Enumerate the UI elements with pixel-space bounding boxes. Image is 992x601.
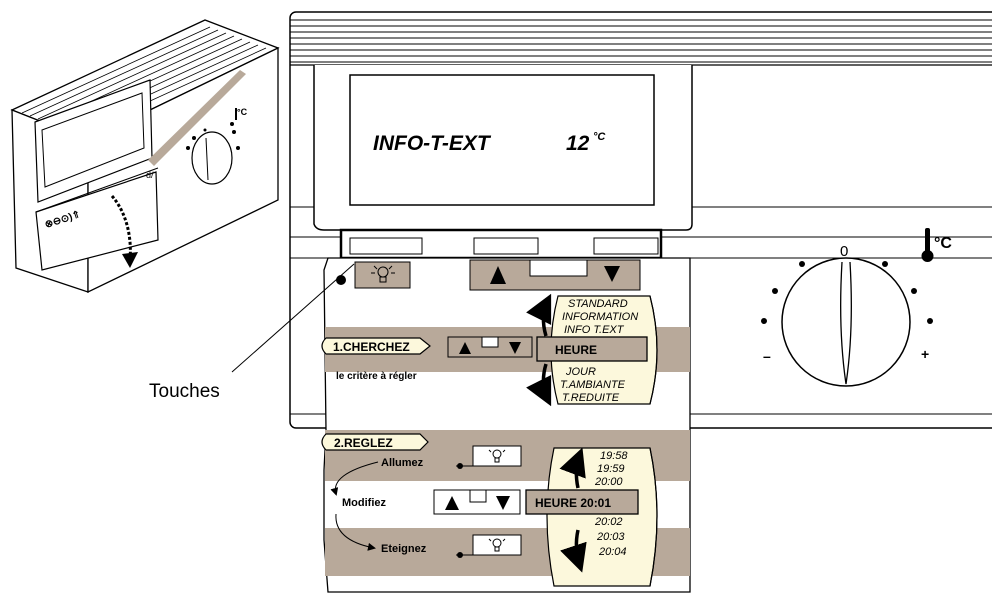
down-arrow-icon xyxy=(526,363,552,407)
plus-arrow-icon xyxy=(490,266,506,284)
plus-arrow-icon xyxy=(445,496,459,510)
flow-arrow-icon xyxy=(330,461,379,496)
step2-action-light-off: Eteignez xyxy=(381,543,427,555)
flow-arrow-icon xyxy=(335,513,376,551)
step2-action-light-on: Allumez xyxy=(381,457,424,469)
step1-menu-item: STANDARD xyxy=(568,298,628,310)
step1-menu-item: T.REDUITE xyxy=(562,392,620,404)
step1-menu-item: INFO T.EXT xyxy=(564,324,625,336)
plus-minus-buttons[interactable] xyxy=(469,259,641,291)
step2-time-item: 20:02 xyxy=(594,516,623,528)
svg-text:°C: °C xyxy=(237,107,248,117)
light-bulb-icon xyxy=(488,538,506,552)
step1-menu-item: INFORMATION xyxy=(562,311,638,323)
up-arrow-icon xyxy=(526,293,552,337)
step2-time-item: 20:00 xyxy=(594,476,623,488)
callout-label: Touches xyxy=(149,381,220,402)
step1-selected-item: HEURE xyxy=(555,343,597,357)
display-mode-text: INFO-T-EXT xyxy=(373,132,492,155)
dial-top-mark: 0 xyxy=(840,243,848,260)
dial-minus-label: – xyxy=(763,348,771,364)
thermometer-icon xyxy=(921,228,934,262)
step1-subtitle: le critère à régler xyxy=(336,371,417,382)
step2-action-modify: Modifiez xyxy=(342,497,386,509)
thermometer-unit: °C xyxy=(934,235,952,252)
step1-title: 1.CHERCHEZ xyxy=(333,340,410,354)
step1-menu-item: JOUR xyxy=(565,366,596,378)
display-temperature-value: 12 xyxy=(566,132,590,155)
step2-time-item: 19:59 xyxy=(597,463,625,475)
up-arrow-icon xyxy=(559,447,586,489)
step1-menu-item: T.AMBIANTE xyxy=(560,379,626,391)
dial-plus-label: + xyxy=(921,346,929,362)
minus-arrow-icon xyxy=(509,342,521,354)
card-dot xyxy=(336,275,346,285)
step1-plus-minus-buttons[interactable] xyxy=(447,336,533,358)
step1-selected-box xyxy=(536,336,648,362)
step2-time-item: 20:04 xyxy=(598,546,627,558)
minus-arrow-icon xyxy=(604,266,620,282)
minus-arrow-icon xyxy=(496,496,510,510)
down-arrow-icon xyxy=(560,529,587,573)
step2-time-item: 20:03 xyxy=(596,531,625,543)
display-temperature-unit: °C xyxy=(593,131,606,143)
light-bulb-icon xyxy=(371,265,395,283)
step2-selected-item: HEURE 20:01 xyxy=(535,496,611,510)
step2-light-off-button[interactable] xyxy=(456,534,522,558)
step2-selected-box xyxy=(525,489,639,515)
step2-plus-minus-buttons[interactable] xyxy=(433,489,521,515)
callout-leader-line xyxy=(231,263,355,373)
step2-title: 2.REGLEZ xyxy=(334,436,393,450)
step2-title-badge xyxy=(321,433,429,451)
light-button[interactable] xyxy=(354,261,411,289)
device-overview-sketch: ⊗⊖⊙)⇑ °C d/ xyxy=(10,19,280,294)
step2-light-on-button[interactable] xyxy=(456,445,522,469)
light-bulb-icon xyxy=(488,449,506,463)
temperature-dial[interactable] xyxy=(781,257,911,387)
dial-scale-dots xyxy=(761,261,933,324)
svg-text:d/: d/ xyxy=(146,170,154,180)
step1-title-badge xyxy=(321,337,431,355)
plus-arrow-icon xyxy=(459,342,471,354)
step2-time-item: 19:58 xyxy=(600,450,628,462)
